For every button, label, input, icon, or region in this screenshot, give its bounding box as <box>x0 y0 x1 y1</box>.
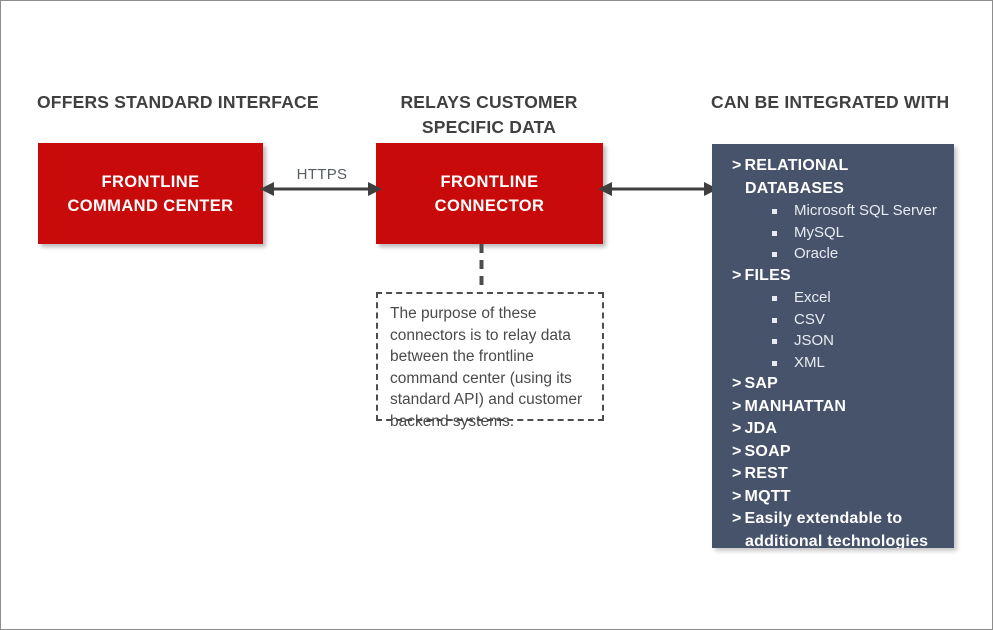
integration-group: >REST <box>712 463 946 486</box>
heading-can-be-integrated-with: CAN BE INTEGRATED WITH <box>711 92 950 112</box>
chevron-right-icon: > <box>732 266 742 284</box>
integration-sub-item[interactable]: CSV <box>712 309 946 331</box>
integration-group-label[interactable]: >SAP <box>712 373 946 396</box>
integration-group-text: Easily extendable to additional technolo… <box>744 510 929 548</box>
chevron-right-icon: > <box>732 510 742 527</box>
integration-group-label[interactable]: >JDA <box>712 418 946 441</box>
chevron-right-icon: > <box>732 157 742 174</box>
integration-group: >JDA <box>712 418 946 441</box>
chevron-right-icon: > <box>732 465 742 482</box>
integration-group: >MANHATTAN <box>712 396 946 419</box>
node-connector-line2: CONNECTOR <box>434 196 545 215</box>
square-bullet-icon <box>772 230 777 236</box>
integration-group-text: MQTT <box>744 487 791 505</box>
integration-group: >MQTT <box>712 486 946 509</box>
arrow-connector-to-integrations <box>598 182 718 196</box>
node-frontline-connector[interactable]: FRONTLINE CONNECTOR <box>376 143 603 244</box>
chevron-right-icon: > <box>732 487 742 505</box>
integration-sub-item-label: Excel <box>794 289 831 306</box>
integration-group-text: JDA <box>744 420 778 437</box>
integration-sub-item-label: CSV <box>794 310 825 328</box>
integration-group: >SOAP <box>712 441 946 464</box>
integration-group-label[interactable]: >SOAP <box>712 441 946 464</box>
note-text: The purpose of these connectors is to re… <box>390 305 583 430</box>
integration-group-label[interactable]: >Easily extendable to additional technol… <box>712 508 946 548</box>
integration-group-label[interactable]: >FILES <box>712 265 946 288</box>
integration-sub-item[interactable]: XML <box>712 352 946 374</box>
integration-group-label[interactable]: >REST <box>712 463 946 486</box>
integration-sub-item[interactable]: Excel <box>712 287 946 309</box>
integration-sub-item-label: Oracle <box>794 245 839 262</box>
square-bullet-icon <box>772 296 777 301</box>
integration-group-text: MANHATTAN <box>744 397 847 415</box>
node-command-center-line1: FRONTLINE <box>101 172 200 191</box>
integration-group: >SAP <box>712 373 946 396</box>
chevron-right-icon: > <box>732 442 742 460</box>
square-bullet-icon <box>772 317 777 323</box>
integration-group-label[interactable]: >MANHATTAN <box>712 396 946 419</box>
integration-group-text: SOAP <box>744 442 791 460</box>
integration-sub-item[interactable]: MySQL <box>712 222 946 244</box>
note-callout-box: The purpose of these connectors is to re… <box>376 292 604 430</box>
integration-group: >Easily extendable to additional technol… <box>712 508 946 548</box>
heading-offers-standard-interface: OFFERS STANDARD INTERFACE <box>37 92 319 112</box>
square-bullet-icon <box>772 360 777 366</box>
integration-sub-item-label: MySQL <box>794 223 845 241</box>
square-bullet-icon <box>772 209 777 214</box>
arrow-command-center-to-connector <box>260 182 382 196</box>
chevron-right-icon: > <box>732 397 742 415</box>
integration-sub-item-label: JSON <box>794 332 835 349</box>
connection-label-https: HTTPS <box>296 166 348 183</box>
chevron-right-icon: > <box>732 420 742 437</box>
square-bullet-icon <box>772 339 777 344</box>
integration-sub-item[interactable]: Oracle <box>712 243 946 265</box>
chevron-right-icon: > <box>732 375 742 392</box>
node-frontline-command-center[interactable]: FRONTLINE COMMAND CENTER <box>38 143 263 244</box>
integration-group-text: SAP <box>744 375 779 392</box>
node-command-center-line2: COMMAND CENTER <box>67 196 234 215</box>
square-bullet-icon <box>772 252 777 257</box>
integration-group-label[interactable]: >RELATIONAL DATABASES <box>712 155 946 200</box>
integration-group-text: REST <box>744 465 789 482</box>
integration-sub-item-label: Microsoft SQL Server <box>794 202 937 219</box>
node-connector-line1: FRONTLINE <box>440 172 539 191</box>
heading-relays-customer-specific-data: RELAYS CUSTOMER SPECIFIC DATA <box>400 92 578 137</box>
dashed-leader-line <box>479 244 484 292</box>
integration-sub-item-label: XML <box>794 353 825 371</box>
integration-group-text: FILES <box>744 266 791 284</box>
integration-sub-item[interactable]: Microsoft SQL Server <box>712 200 946 222</box>
integration-group-label[interactable]: >MQTT <box>712 486 946 509</box>
integration-sub-item[interactable]: JSON <box>712 330 946 352</box>
integration-group-text: RELATIONAL DATABASES <box>744 157 853 197</box>
